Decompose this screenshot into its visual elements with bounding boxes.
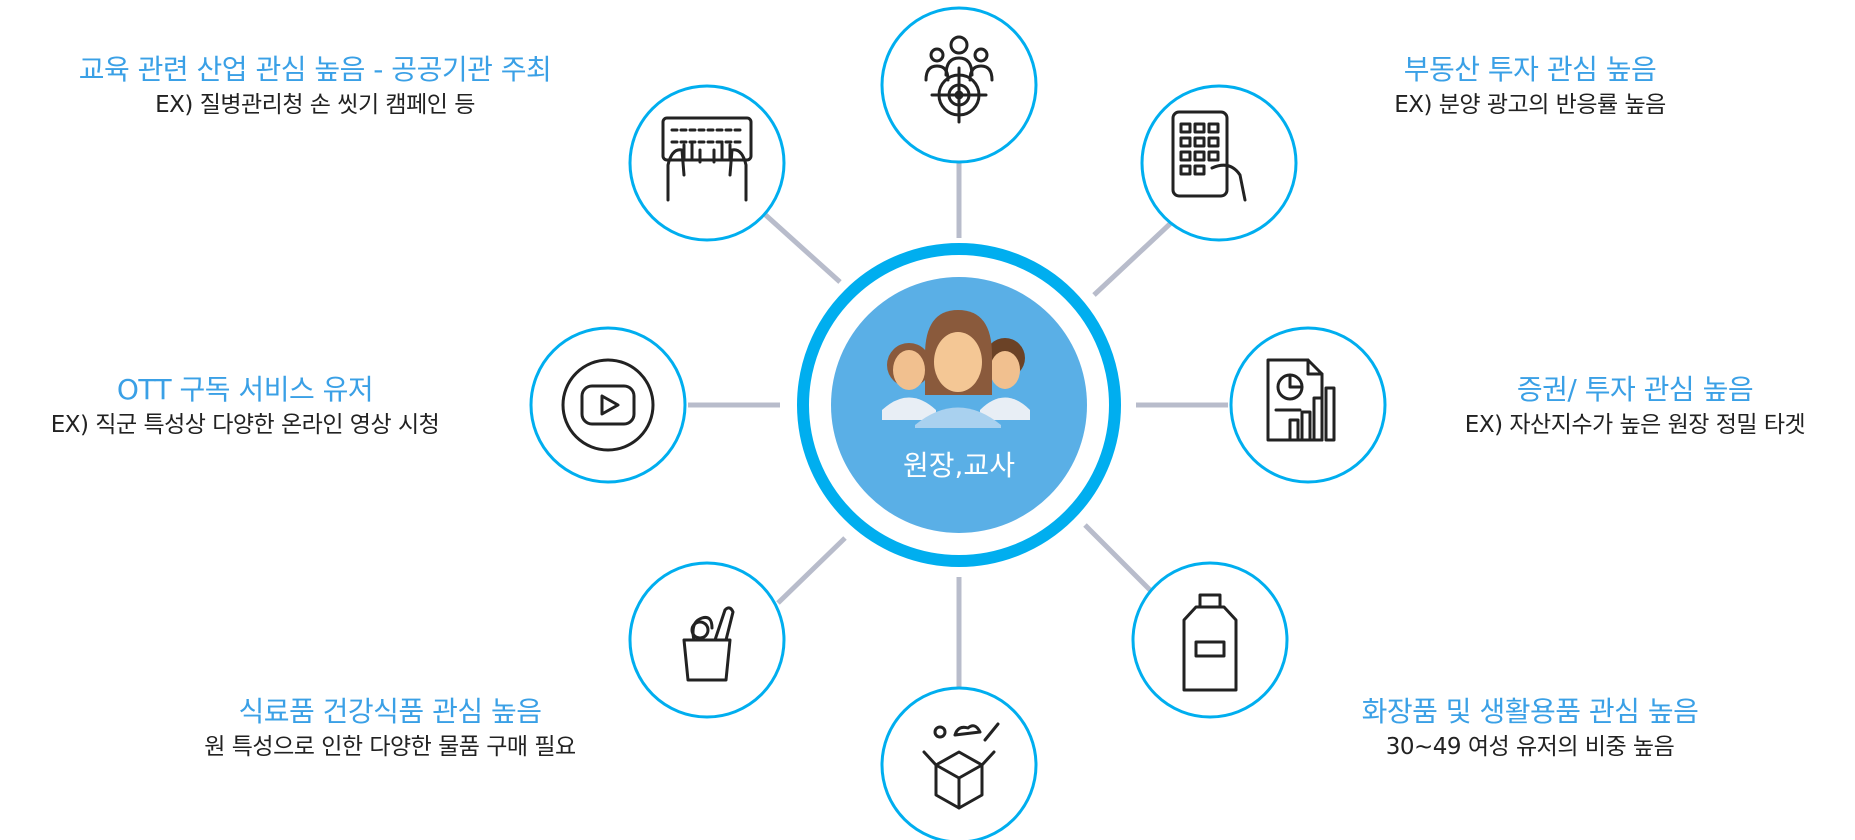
- food-title: 식료품 건강식품 관심 높음: [238, 695, 542, 728]
- education-title: 교육 관련 산업 관심 높음 - 공공기관 주최: [78, 53, 552, 86]
- connector-top-right: [1092, 220, 1174, 297]
- grocery-bag-icon: [682, 606, 735, 682]
- cosmetic-bottle-icon: [1182, 593, 1238, 692]
- label-ott: OTT 구독 서비스 유저 EX) 직군 특성상 다양한 온라인 영상 시청: [0, 372, 490, 440]
- people-group-icon: [882, 310, 1030, 428]
- ott-desc: EX) 직군 특성상 다양한 온라인 영상 시청: [50, 412, 440, 438]
- node-cosmetics: [1131, 561, 1289, 719]
- connector-lines: [688, 163, 1228, 687]
- target-audience-icon: [924, 35, 994, 124]
- phone-keypad-icon: [1171, 110, 1247, 202]
- cosmetics-title: 화장품 및 생활용품 관심 높음: [1361, 695, 1699, 728]
- connector-bottom-left: [776, 536, 847, 605]
- label-food: 식료품 건강식품 관심 높음 원 특성으로 인한 다양한 물품 구매 필요: [140, 694, 640, 762]
- label-cosmetics: 화장품 및 생활용품 관심 높음 30~49 여성 유저의 비중 높음: [1300, 694, 1760, 762]
- label-securities: 증권/ 투자 관심 높음 EX) 자산지수가 높은 원장 정밀 타겟: [1415, 372, 1855, 440]
- video-play-icon: [561, 358, 655, 452]
- label-realestate: 부동산 투자 관심 높음 EX) 분양 광고의 반응률 높음: [1300, 52, 1760, 120]
- node-education: [628, 84, 786, 242]
- typing-keyboard-icon: [661, 116, 753, 202]
- unboxing-icon: [922, 722, 1000, 810]
- report-chart-icon: [1266, 358, 1336, 442]
- node-ott: [529, 326, 687, 484]
- securities-desc: EX) 자산지수가 높은 원장 정밀 타겟: [1464, 412, 1806, 438]
- securities-title: 증권/ 투자 관심 높음: [1516, 373, 1754, 406]
- connector-bottom-right: [1083, 523, 1152, 592]
- realestate-title: 부동산 투자 관심 높음: [1403, 53, 1657, 86]
- cosmetics-desc: 30~49 여성 유저의 비중 높음: [1385, 734, 1675, 760]
- connector-top-left: [758, 208, 842, 284]
- node-securities: [1229, 326, 1387, 484]
- education-desc: EX) 질병관리청 손 씻기 캠페인 등: [155, 92, 475, 118]
- center-circle: [831, 277, 1087, 533]
- realestate-desc: EX) 분양 광고의 반응률 높음: [1394, 92, 1666, 118]
- label-education: 교육 관련 산업 관심 높음 - 공공기관 주최 EX) 질병관리청 손 씻기 …: [30, 52, 600, 120]
- node-bottom: [880, 686, 1038, 840]
- center-label: 원장,교사: [903, 449, 1015, 482]
- food-desc: 원 특성으로 인한 다양한 물품 구매 필요: [204, 734, 576, 760]
- node-realestate: [1140, 84, 1298, 242]
- ott-title: OTT 구독 서비스 유저: [116, 373, 374, 406]
